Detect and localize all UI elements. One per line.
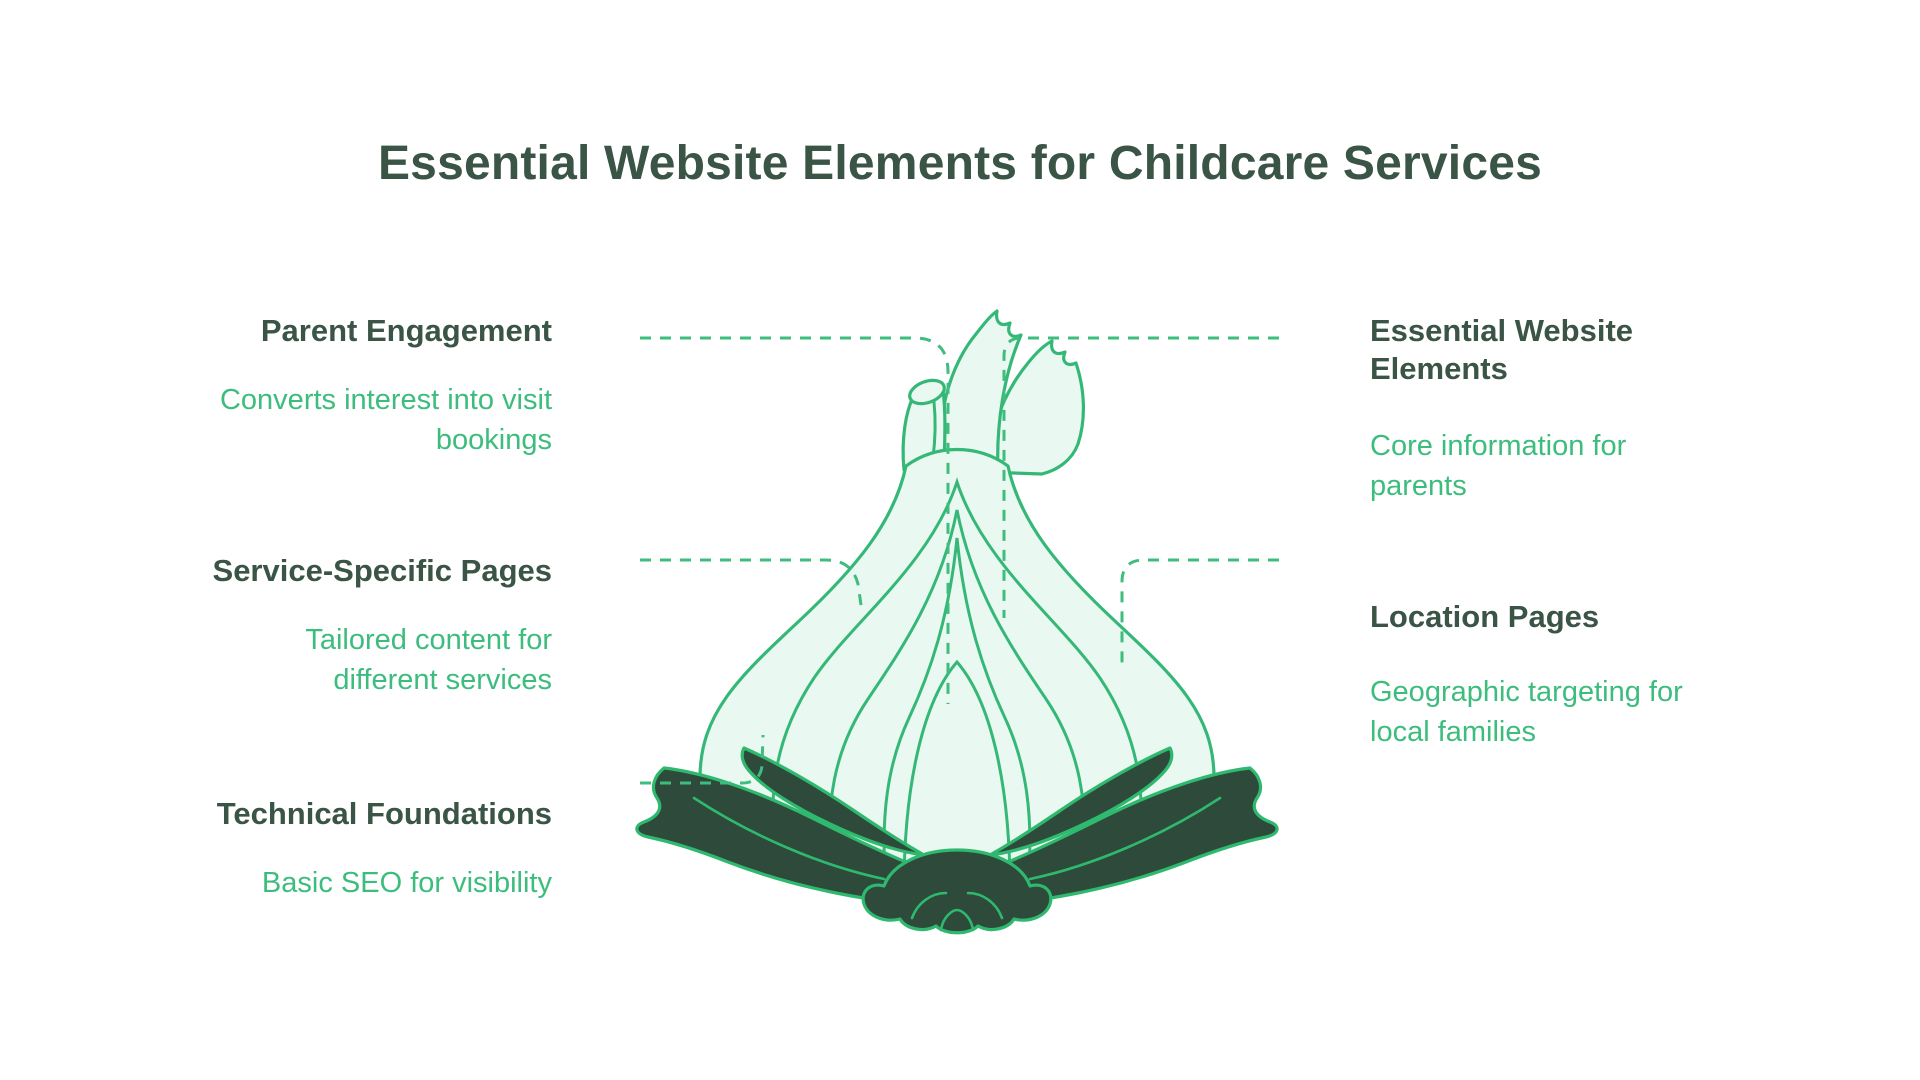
- leader-essential-website-elements: [1002, 336, 1279, 618]
- onion-sprouts: [901, 309, 1085, 476]
- page-title: Essential Website Elements for Childcare…: [377, 137, 1543, 191]
- label-service-specific-pages-title: Service-Specific Pages: [212, 553, 552, 588]
- bulb-layer-2: [828, 509, 1086, 881]
- leaf-base-clump: [861, 848, 1053, 935]
- label-technical-foundations-description: Basic SEO for visibility: [261, 867, 552, 899]
- bulb-layer-3: [882, 537, 1032, 888]
- label-location-pages: Location Pages Geographic targeting for …: [1370, 598, 1790, 752]
- label-service-specific-pages: Service-Specific Pages Tailored content …: [32, 552, 552, 700]
- label-essential-website-elements-description: Core information for parents: [1370, 430, 1627, 502]
- label-parent-engagement-description: Converts interest into visit bookings: [219, 384, 552, 456]
- leaf-right: [963, 746, 1279, 908]
- label-essential-website-elements: Essential Website Elements Core informat…: [1370, 312, 1790, 506]
- leader-location-pages: [1120, 558, 1279, 668]
- onion-leaves: [635, 746, 1279, 935]
- sprout-cut-opening: [908, 378, 946, 406]
- sprout-tall-center: [937, 309, 1023, 474]
- label-location-pages-description: Geographic targeting for local families: [1370, 676, 1683, 748]
- leaf-left: [635, 746, 951, 908]
- label-technical-foundations-title: Technical Foundations: [216, 796, 552, 831]
- label-essential-website-elements-title: Essential Website Elements: [1370, 313, 1634, 386]
- label-location-pages-title: Location Pages: [1370, 599, 1600, 634]
- sprout-tall-right: [983, 339, 1085, 476]
- bulb-layer-1: [771, 477, 1143, 870]
- leader-lines: [640, 336, 1279, 785]
- label-service-specific-pages-description: Tailored content for different services: [305, 624, 552, 696]
- bulb-layer-core: [902, 659, 1012, 892]
- leader-technical-foundations: [640, 734, 765, 785]
- label-parent-engagement-title: Parent Engagement: [260, 313, 552, 348]
- label-technical-foundations: Technical Foundations Basic SEO for visi…: [32, 795, 552, 903]
- label-parent-engagement: Parent Engagement Converts interest into…: [32, 312, 552, 460]
- leader-service-specific-pages: [640, 558, 864, 613]
- leader-parent-engagement: [640, 336, 950, 704]
